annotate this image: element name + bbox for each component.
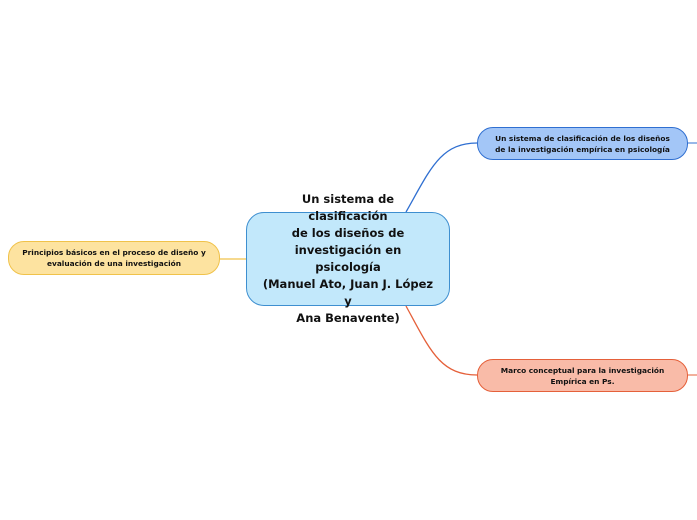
connector-top [405,142,478,213]
connector-bottom [405,305,478,376]
branch-node-marco-conceptual[interactable]: Marco conceptual para la investigación E… [477,359,688,392]
branch-node-clasificacion[interactable]: Un sistema de clasificación de los diseñ… [477,127,688,160]
branch-node-principios-basicos[interactable]: Principios básicos en el proceso de dise… [8,241,220,275]
branch-label-principios-basicos: Principios básicos en el proceso de dise… [22,248,206,268]
central-topic-node[interactable]: Un sistema de clasificación de los diseñ… [246,192,450,325]
branch-label-clasificacion: Un sistema de clasificación de los diseñ… [495,133,670,154]
branch-label-marco-conceptual: Marco conceptual para la investigación E… [500,365,665,386]
central-topic-label: Un sistema de clasificación de los diseñ… [262,192,434,325]
